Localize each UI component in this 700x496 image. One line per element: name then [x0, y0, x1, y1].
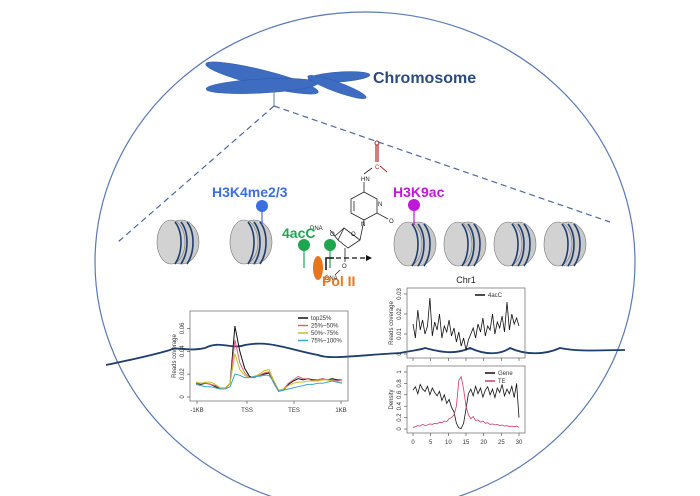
- chart-title: Chr1: [456, 275, 476, 285]
- x-tick-label: TSS: [241, 408, 253, 414]
- atom-o-sugar: O: [351, 232, 356, 238]
- x-tick-label: 1KB: [335, 408, 346, 414]
- x-tick-label: 25: [498, 440, 505, 446]
- transcription-arrow-head: [366, 255, 372, 261]
- tss-bracket: [325, 257, 334, 270]
- x-tick-label: 15: [463, 440, 470, 446]
- series-line-4acc: [412, 297, 520, 351]
- y-tick-label: 0.4: [397, 401, 403, 410]
- nucleosome-icon: [156, 219, 200, 265]
- h3k4me-mark-icon: [256, 200, 268, 212]
- nucleosome-icon: [493, 221, 537, 267]
- 4acc-label: 4acC: [282, 225, 315, 241]
- molecule-atom-labels: C HN N N O O DNA O O DNA: [310, 140, 394, 282]
- atom-hn: HN: [361, 177, 370, 183]
- 4acc-molecule-structure: [329, 145, 389, 276]
- x-tick-label: 20: [480, 440, 487, 446]
- legend-label: TE: [498, 379, 506, 385]
- y-axis-label: Density: [389, 389, 395, 409]
- zoom-line-right: [273, 105, 611, 223]
- y-tick-label: 0.02: [397, 308, 403, 320]
- y-tick-label: 0.2: [397, 413, 403, 422]
- chromosome-title: Chromosome: [373, 70, 476, 87]
- atom-c: C: [375, 165, 380, 171]
- series-line-gene: [412, 383, 520, 429]
- atom-n-ring: N: [361, 222, 365, 228]
- pol2-label: Pol II: [322, 273, 355, 289]
- nucleosome-icon: [443, 221, 487, 267]
- h3k4me-label: H3K4me2/3: [212, 184, 288, 200]
- legend-label: 75%~100%: [311, 339, 343, 345]
- y-tick-label: 0.01: [397, 328, 403, 340]
- dna-label-3prime: DNA: [325, 276, 338, 282]
- y-tick-label: 0.04: [180, 345, 186, 357]
- atom-o3: O: [342, 264, 347, 270]
- nucleosome-icon: [543, 221, 587, 267]
- x-tick-label: 10: [445, 440, 452, 446]
- legend-label: 25%~50%: [311, 324, 339, 330]
- y-axis-label: Reads coverage: [172, 333, 178, 377]
- pol2-icon: [313, 256, 323, 280]
- legend-label: Gene: [498, 371, 513, 377]
- h3k9ac-mark-icon: [408, 199, 420, 211]
- atom-n: N: [378, 202, 382, 208]
- y-tick-label: 0: [180, 395, 186, 399]
- y-tick-label: 0.02: [180, 368, 186, 380]
- atom-o5: O: [330, 232, 335, 238]
- dna-label-5prime: DNA: [310, 226, 323, 232]
- y-tick-label: 0.03: [397, 288, 403, 300]
- y-tick-label: 0.6: [397, 390, 403, 399]
- h3k9ac-label: H3K9ac: [393, 184, 445, 200]
- series-line-50-75-: [195, 353, 342, 391]
- y-tick-label: 0.06: [180, 322, 186, 334]
- x-tick-label: TES: [288, 408, 300, 414]
- legend-label: top25%: [311, 316, 332, 322]
- plot-frame: [189, 310, 349, 402]
- series-line-te: [412, 375, 520, 428]
- nucleosome-icon: [393, 221, 437, 267]
- y-tick-label: 0: [397, 427, 403, 431]
- y-axis-label: Reads coverage: [389, 300, 395, 344]
- x-tick-label: 5: [429, 440, 433, 446]
- chromosome-icon: [205, 61, 371, 99]
- series-line-75-100-: [195, 373, 343, 392]
- 4acc-mark-icon-2: [324, 239, 336, 251]
- x-tick-label: 0: [411, 440, 415, 446]
- cell-outline-circle: [94, 11, 636, 496]
- y-tick-label: 0: [397, 352, 403, 356]
- legend-label: 50%~75%: [311, 331, 339, 337]
- 4acc-mark-icon-1: [298, 239, 310, 251]
- y-tick-label: 1: [397, 370, 403, 374]
- x-tick-label: -1KB: [190, 408, 203, 414]
- y-tick-label: 0.8: [397, 379, 403, 388]
- legend-label: 4acC: [488, 293, 503, 299]
- nucleosome-icon: [229, 219, 273, 265]
- x-tick-label: 30: [516, 440, 523, 446]
- zoom-line-left: [117, 105, 275, 243]
- atom-o-carbonyl: O: [389, 219, 394, 225]
